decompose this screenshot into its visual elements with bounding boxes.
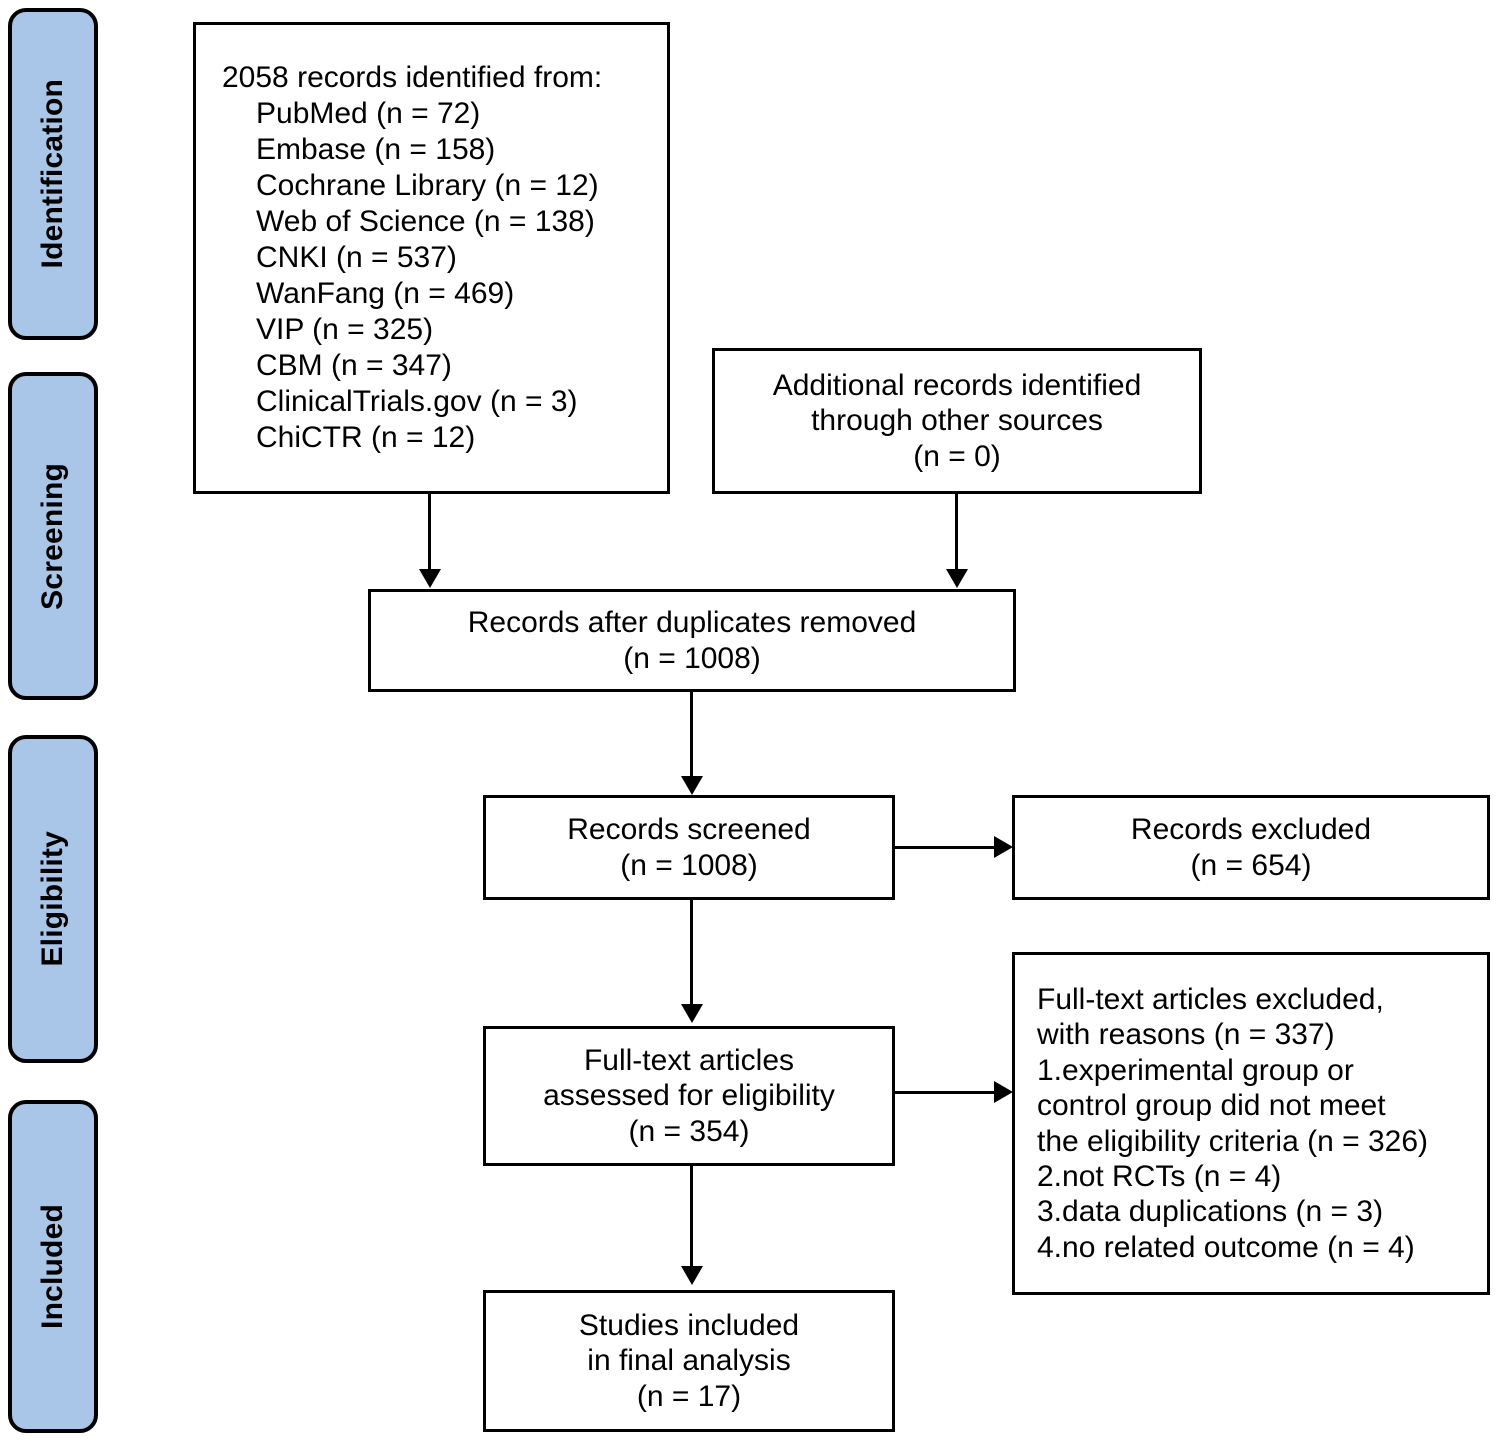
box-additional-records: Additional records identified through ot… xyxy=(712,348,1202,494)
box-fulltext-assessed: Full-text articles assessed for eligibil… xyxy=(483,1026,895,1166)
connector-screened-to-fulltext xyxy=(690,900,693,1004)
source-web-of-science: Web of Science (n = 138) xyxy=(256,205,595,238)
duplicates-removed-label: Records after duplicates removed xyxy=(467,606,917,640)
additional-records-line-1: Additional records identified xyxy=(772,368,1142,402)
stage-label-included: Included xyxy=(8,1100,98,1433)
duplicates-removed-count: (n = 1008) xyxy=(623,641,761,675)
arrowhead-additional-to-duplicates xyxy=(946,569,968,588)
records-screened-count: (n = 1008) xyxy=(620,848,758,882)
source-cnki: CNKI (n = 537) xyxy=(256,241,457,274)
box-fulltext-excluded: Full-text articles excluded, with reason… xyxy=(1012,952,1490,1295)
studies-included-count: (n = 17) xyxy=(636,1379,742,1413)
fulltext-excluded-reason-4: 4.no related outcome (n = 4) xyxy=(1037,1230,1415,1264)
connector-duplicates-to-screened xyxy=(690,692,693,776)
records-identified-heading: 2058 records identified from: xyxy=(222,61,603,94)
arrowhead-duplicates-to-screened xyxy=(681,776,703,795)
fulltext-assessed-count: (n = 354) xyxy=(628,1114,750,1148)
box-duplicates-removed: Records after duplicates removed (n = 10… xyxy=(368,589,1016,692)
source-wanfang: WanFang (n = 469) xyxy=(256,277,515,310)
stage-label-included-text: Included xyxy=(36,1204,69,1329)
studies-included-line-2: in final analysis xyxy=(587,1344,791,1378)
arrowhead-identified-to-duplicates xyxy=(419,569,441,588)
records-excluded-label: Records excluded xyxy=(1130,813,1372,847)
box-records-excluded: Records excluded (n = 654) xyxy=(1012,795,1490,900)
source-cbm: CBM (n = 347) xyxy=(256,349,452,382)
stage-label-eligibility-text: Eligibility xyxy=(36,831,69,967)
arrowhead-screened-to-fulltext xyxy=(681,1004,703,1023)
additional-records-count: (n = 0) xyxy=(913,439,1001,473)
source-embase: Embase (n = 158) xyxy=(256,133,496,166)
connector-fulltext-to-included xyxy=(690,1166,693,1266)
fulltext-assessed-line-2: assessed for eligibility xyxy=(543,1079,835,1113)
connector-additional-to-duplicates xyxy=(955,494,958,569)
stage-label-eligibility: Eligibility xyxy=(8,735,98,1063)
box-studies-included: Studies included in final analysis (n = … xyxy=(483,1290,895,1432)
stage-label-identification-text: Identification xyxy=(36,79,69,269)
box-records-screened: Records screened (n = 1008) xyxy=(483,795,895,900)
arrowhead-fulltext-to-excluded xyxy=(994,1081,1013,1103)
fulltext-assessed-line-1: Full-text articles xyxy=(583,1043,795,1077)
connector-identified-to-duplicates xyxy=(428,494,431,569)
stage-label-screening: Screening xyxy=(8,372,98,700)
fulltext-excluded-reason-1a: 1.experimental group or xyxy=(1037,1053,1354,1087)
source-cochrane-library: Cochrane Library (n = 12) xyxy=(256,169,599,202)
connector-screened-to-excluded xyxy=(895,846,994,849)
connector-fulltext-to-excluded xyxy=(895,1091,994,1094)
source-clinicaltrials-gov: ClinicalTrials.gov (n = 3) xyxy=(256,385,578,418)
studies-included-line-1: Studies included xyxy=(578,1308,800,1342)
source-vip: VIP (n = 325) xyxy=(256,313,434,346)
source-pubmed: PubMed (n = 72) xyxy=(256,97,481,130)
source-chictr: ChiCTR (n = 12) xyxy=(256,421,476,454)
fulltext-excluded-heading-2: with reasons (n = 337) xyxy=(1037,1018,1335,1052)
stage-label-screening-text: Screening xyxy=(36,462,69,610)
fulltext-excluded-heading-1: Full-text articles excluded, xyxy=(1037,982,1384,1016)
stage-label-identification: Identification xyxy=(8,8,98,340)
arrowhead-fulltext-to-included xyxy=(681,1266,703,1285)
fulltext-excluded-reason-2: 2.not RCTs (n = 4) xyxy=(1037,1159,1282,1193)
arrowhead-screened-to-excluded xyxy=(994,836,1013,858)
box-records-identified: 2058 records identified from: PubMed (n … xyxy=(193,22,670,494)
records-excluded-count: (n = 654) xyxy=(1190,848,1312,882)
fulltext-excluded-reason-1c: the eligibility criteria (n = 326) xyxy=(1037,1124,1429,1158)
additional-records-line-2: through other sources xyxy=(811,404,1103,438)
fulltext-excluded-reason-3: 3.data duplications (n = 3) xyxy=(1037,1195,1384,1229)
fulltext-excluded-reason-1b: control group did not meet xyxy=(1037,1089,1386,1123)
records-screened-label: Records screened xyxy=(567,813,811,847)
